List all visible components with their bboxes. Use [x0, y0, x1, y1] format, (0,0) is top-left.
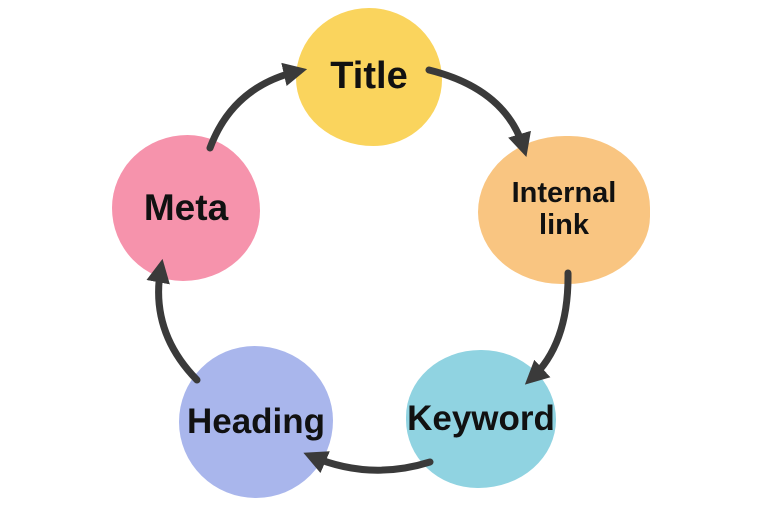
node-heading-label: Heading — [186, 401, 326, 441]
node-meta: Meta — [112, 135, 260, 281]
node-title: Title — [296, 8, 442, 146]
node-internal-link: Internal link — [478, 136, 650, 284]
node-internal-link-label: Internal link — [511, 177, 617, 241]
node-meta-label: Meta — [143, 186, 229, 228]
arrow-heading-to-meta — [146, 258, 201, 384]
node-keyword: Keyword — [406, 350, 556, 488]
arrow-title-to-internal-link — [425, 66, 531, 157]
arrow-internal-link-to-keyword — [524, 269, 572, 385]
node-keyword-label: Keyword — [407, 398, 555, 438]
node-heading: Heading — [179, 346, 333, 498]
arrow-meta-to-title — [206, 62, 308, 152]
arrow-keyword-to-heading — [303, 451, 434, 474]
node-title-label: Title — [330, 55, 408, 98]
